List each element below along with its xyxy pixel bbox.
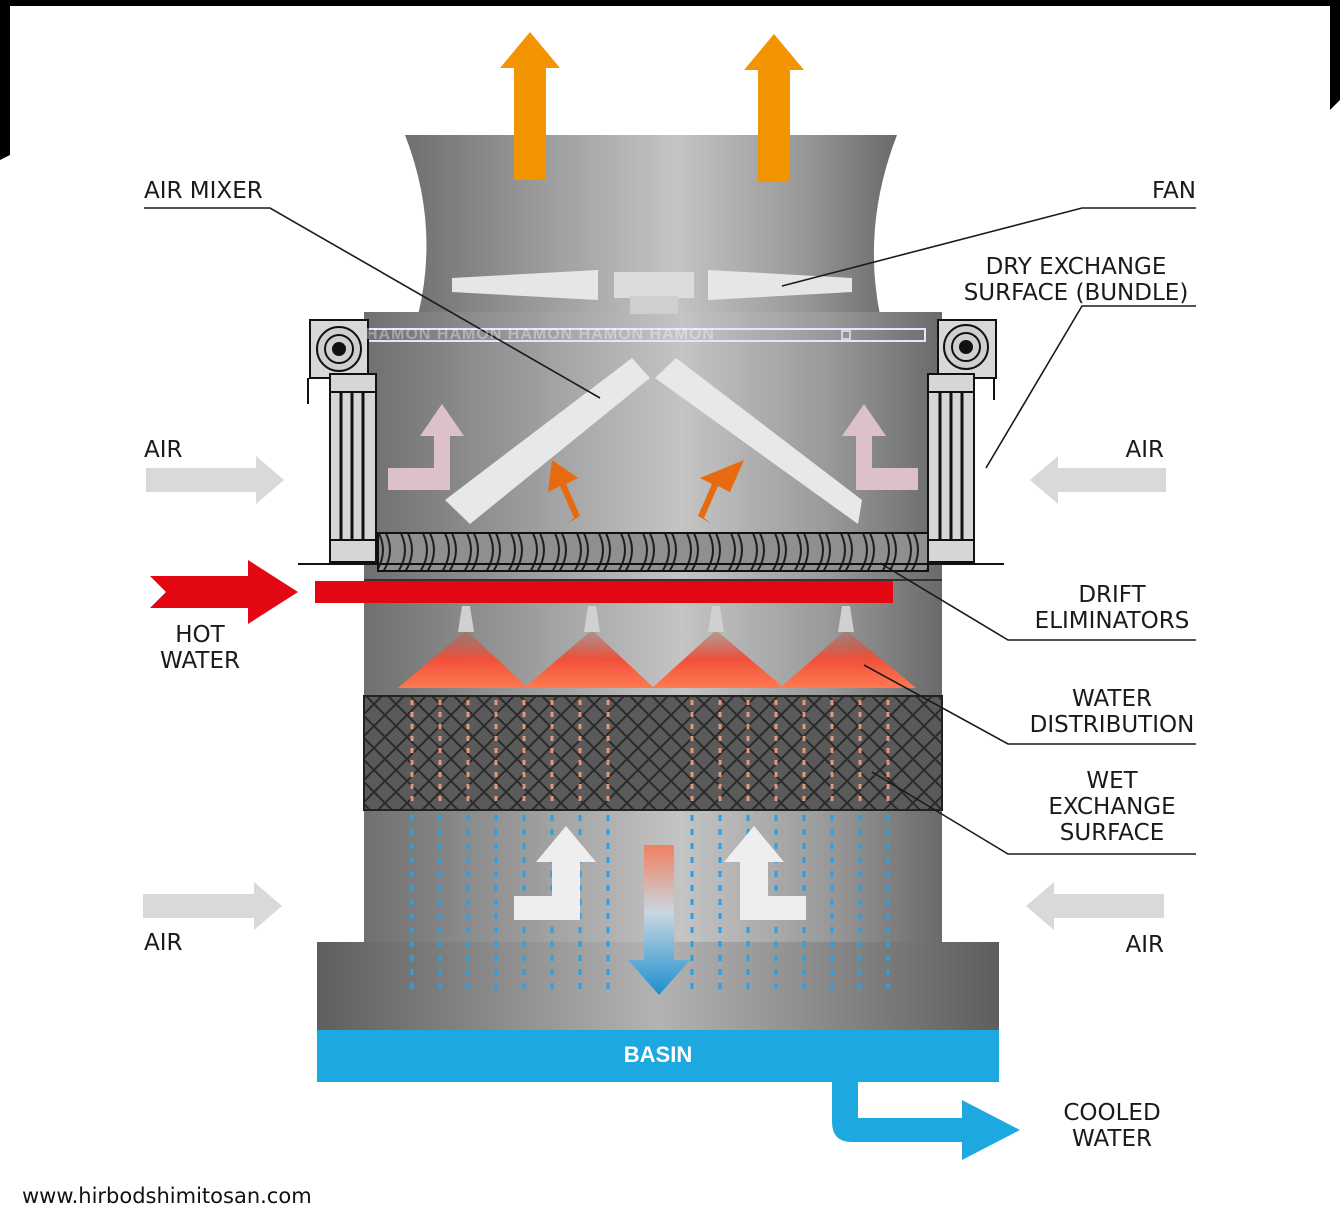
water-distribution-label-line2: DISTRIBUTION (1029, 712, 1195, 738)
air-inlet-arrows (143, 456, 1166, 930)
hot-water-pipe (315, 581, 893, 603)
air-label-left-bottom: AIR (144, 930, 183, 956)
water-cooling-arrow (628, 845, 690, 995)
dry-exchange-label-line2: SURFACE (BUNDLE) (963, 280, 1189, 306)
water-distribution-label-line1: WATER (1072, 686, 1152, 712)
lower-air-arrows (514, 826, 806, 920)
outlet-arrow-icon (830, 1060, 1020, 1160)
air-label-left-top: AIR (144, 437, 183, 463)
exhaust-arrows (500, 32, 804, 182)
air-label-right-bottom: AIR (1125, 932, 1165, 958)
basin-label: BASIN (623, 1042, 693, 1067)
website-watermark: www.hirbodshimitosan.com (22, 1184, 312, 1208)
dry-exchange-right (927, 319, 997, 563)
arrow-left-icon (1026, 882, 1164, 930)
hot-water-label-line2: WATER (160, 648, 240, 674)
hot-water-arrow (150, 560, 298, 624)
bundle-header-text: HAMON HAMON HAMON HAMON HAMON (366, 326, 715, 343)
arrow-left-icon (1030, 456, 1166, 504)
cooled-water-label-line1: COOLED (1063, 1100, 1161, 1126)
leader-lines (144, 207, 1196, 855)
moist-air-arrows (388, 404, 918, 490)
arrow-right-icon (146, 456, 284, 504)
wet-exchange-label-line2: EXCHANGE (1048, 794, 1176, 820)
water-distribution (398, 606, 916, 688)
spray-nozzle-icon (458, 606, 474, 632)
arrow-up-icon (500, 32, 560, 180)
spray-nozzle-icon (838, 606, 854, 632)
basin (317, 1030, 999, 1082)
air-label-right-top: AIR (1125, 437, 1165, 463)
spray-nozzle-icon (708, 606, 724, 632)
air-mixer-label: AIR MIXER (144, 178, 263, 204)
drift-eliminators (377, 532, 929, 572)
spray-nozzle-icon (584, 606, 600, 632)
dry-exchange-left (307, 319, 377, 563)
drift-eliminators-label-line2: ELIMINATORS (1034, 608, 1190, 634)
cooled-water-label-line2: WATER (1072, 1126, 1152, 1152)
wet-exchange-surface (363, 695, 943, 811)
wet-exchange-label-line3: SURFACE (1059, 820, 1165, 846)
warm-air-arrows (548, 460, 744, 524)
fan-label: FAN (1151, 178, 1196, 204)
hot-water-label-line1: HOT (175, 622, 225, 648)
air-mixer (445, 358, 862, 524)
dry-exchange-label-line1: DRY EXCHANGE (985, 254, 1167, 280)
drift-eliminators-label-line1: DRIFT (1078, 582, 1146, 608)
arrow-up-icon (744, 34, 804, 182)
wet-exchange-label-line1: WET (1086, 768, 1138, 794)
arrow-right-icon (143, 882, 282, 930)
